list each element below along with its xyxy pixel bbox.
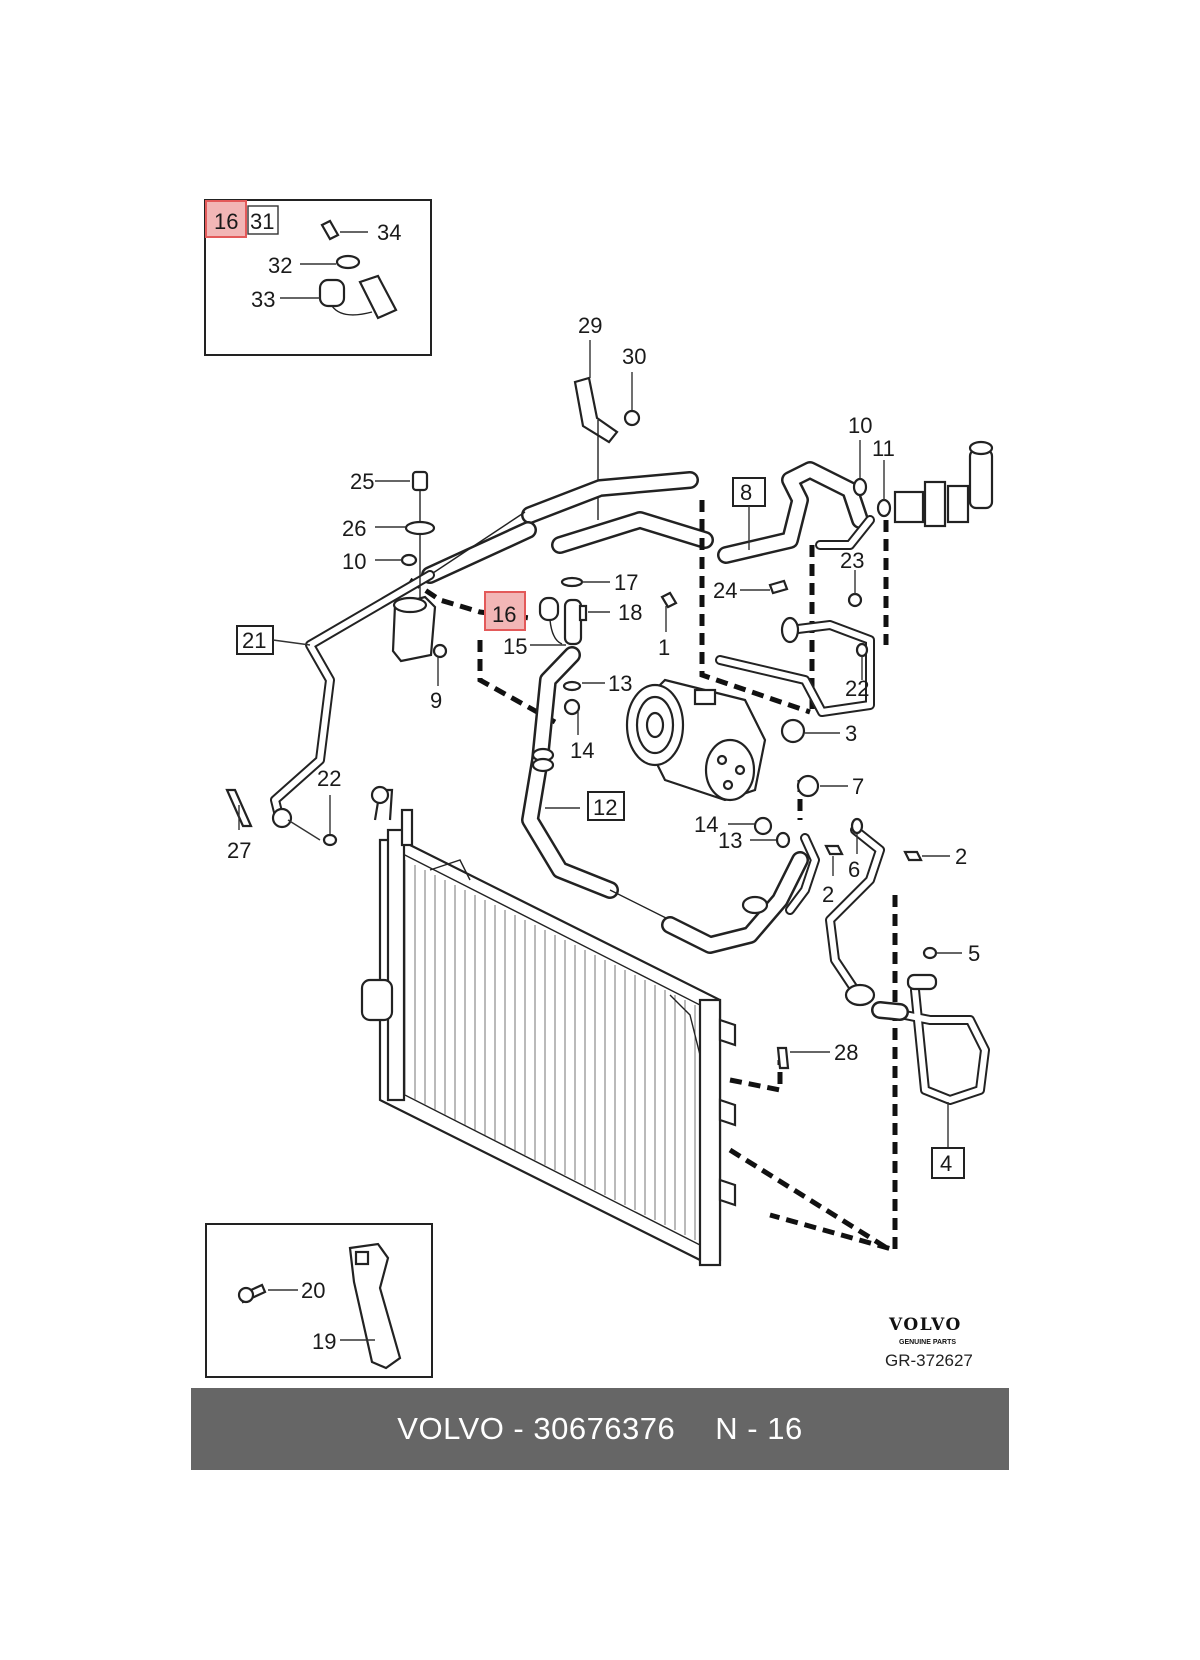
callout-22-right: 22 bbox=[845, 676, 869, 701]
callout-33: 33 bbox=[251, 287, 275, 312]
inset-top: 16 31 34 32 33 bbox=[204, 199, 432, 356]
footer-bar: VOLVO - 30676376 N - 16 bbox=[191, 1388, 1009, 1470]
callout-24: 24 bbox=[713, 578, 737, 603]
callout-13-bottom: 13 bbox=[718, 828, 742, 853]
inset-bottom: 20 19 bbox=[205, 1223, 433, 1378]
callout-27: 27 bbox=[227, 838, 251, 863]
volvo-logo: VOLVO GENUINE PARTS bbox=[888, 1315, 962, 1346]
callout-32: 32 bbox=[268, 253, 292, 278]
callout-14-bottom: 14 bbox=[694, 812, 718, 837]
callout-31: 31 bbox=[250, 209, 274, 234]
upper-hoses bbox=[421, 471, 714, 584]
callout-10-top: 10 bbox=[848, 413, 872, 438]
callout-15: 15 bbox=[503, 634, 527, 659]
callout-12: 12 bbox=[593, 795, 617, 820]
center-fittings: 16 17 18 15 13 14 12 bbox=[484, 570, 809, 954]
logo-brand: VOLVO bbox=[888, 1315, 962, 1335]
callout-18: 18 bbox=[618, 600, 642, 625]
callout-9: 9 bbox=[430, 688, 442, 713]
callout-2-right: 2 bbox=[955, 844, 967, 869]
highlight-16-inset bbox=[205, 200, 247, 238]
callout-5: 5 bbox=[968, 941, 980, 966]
callout-10-left: 10 bbox=[342, 549, 366, 574]
diagram-code: GR-372627 bbox=[885, 1351, 973, 1370]
callout-21: 21 bbox=[242, 628, 266, 653]
callout-30: 30 bbox=[622, 344, 646, 369]
callout-26: 26 bbox=[342, 516, 366, 541]
callout-25: 25 bbox=[350, 469, 374, 494]
callout-16-inset: 16 bbox=[214, 209, 238, 234]
highlight-16-main bbox=[484, 591, 526, 631]
callout-3: 3 bbox=[845, 721, 857, 746]
footer-brand-part: VOLVO - 30676376 bbox=[397, 1411, 676, 1446]
callout-23: 23 bbox=[840, 548, 864, 573]
callout-29: 29 bbox=[578, 313, 602, 338]
callout-28: 28 bbox=[834, 1040, 858, 1065]
callout-6: 6 bbox=[848, 857, 860, 882]
callout-11: 11 bbox=[872, 436, 895, 461]
hose-assembly-8: 8 10 11 23 24 1 22 3 bbox=[658, 413, 994, 746]
callout-22-left: 22 bbox=[317, 766, 341, 791]
callout-14-top: 14 bbox=[570, 738, 594, 763]
callout-19: 19 bbox=[312, 1329, 336, 1354]
callout-4: 4 bbox=[940, 1151, 952, 1176]
callout-16-main: 16 bbox=[492, 602, 516, 627]
callout-1: 1 bbox=[658, 635, 670, 660]
callout-20: 20 bbox=[301, 1278, 325, 1303]
drier-block: 25 26 10 9 bbox=[342, 469, 448, 713]
callout-34: 34 bbox=[377, 220, 401, 245]
footer-reference: N - 16 bbox=[715, 1411, 803, 1446]
bracket-29: 29 30 bbox=[573, 313, 646, 520]
callout-2-left: 2 bbox=[822, 882, 834, 907]
condenser bbox=[360, 785, 737, 1267]
logo-tagline: GENUINE PARTS bbox=[899, 1339, 956, 1346]
pipe-4: 5 4 28 bbox=[776, 941, 990, 1179]
callout-17: 17 bbox=[614, 570, 638, 595]
callout-8: 8 bbox=[740, 480, 752, 505]
pipe-21: 21 27 22 bbox=[225, 570, 435, 863]
callout-13-top: 13 bbox=[608, 671, 632, 696]
callout-7: 7 bbox=[852, 774, 864, 799]
compressor: 7 14 13 6 2 2 bbox=[625, 678, 967, 995]
